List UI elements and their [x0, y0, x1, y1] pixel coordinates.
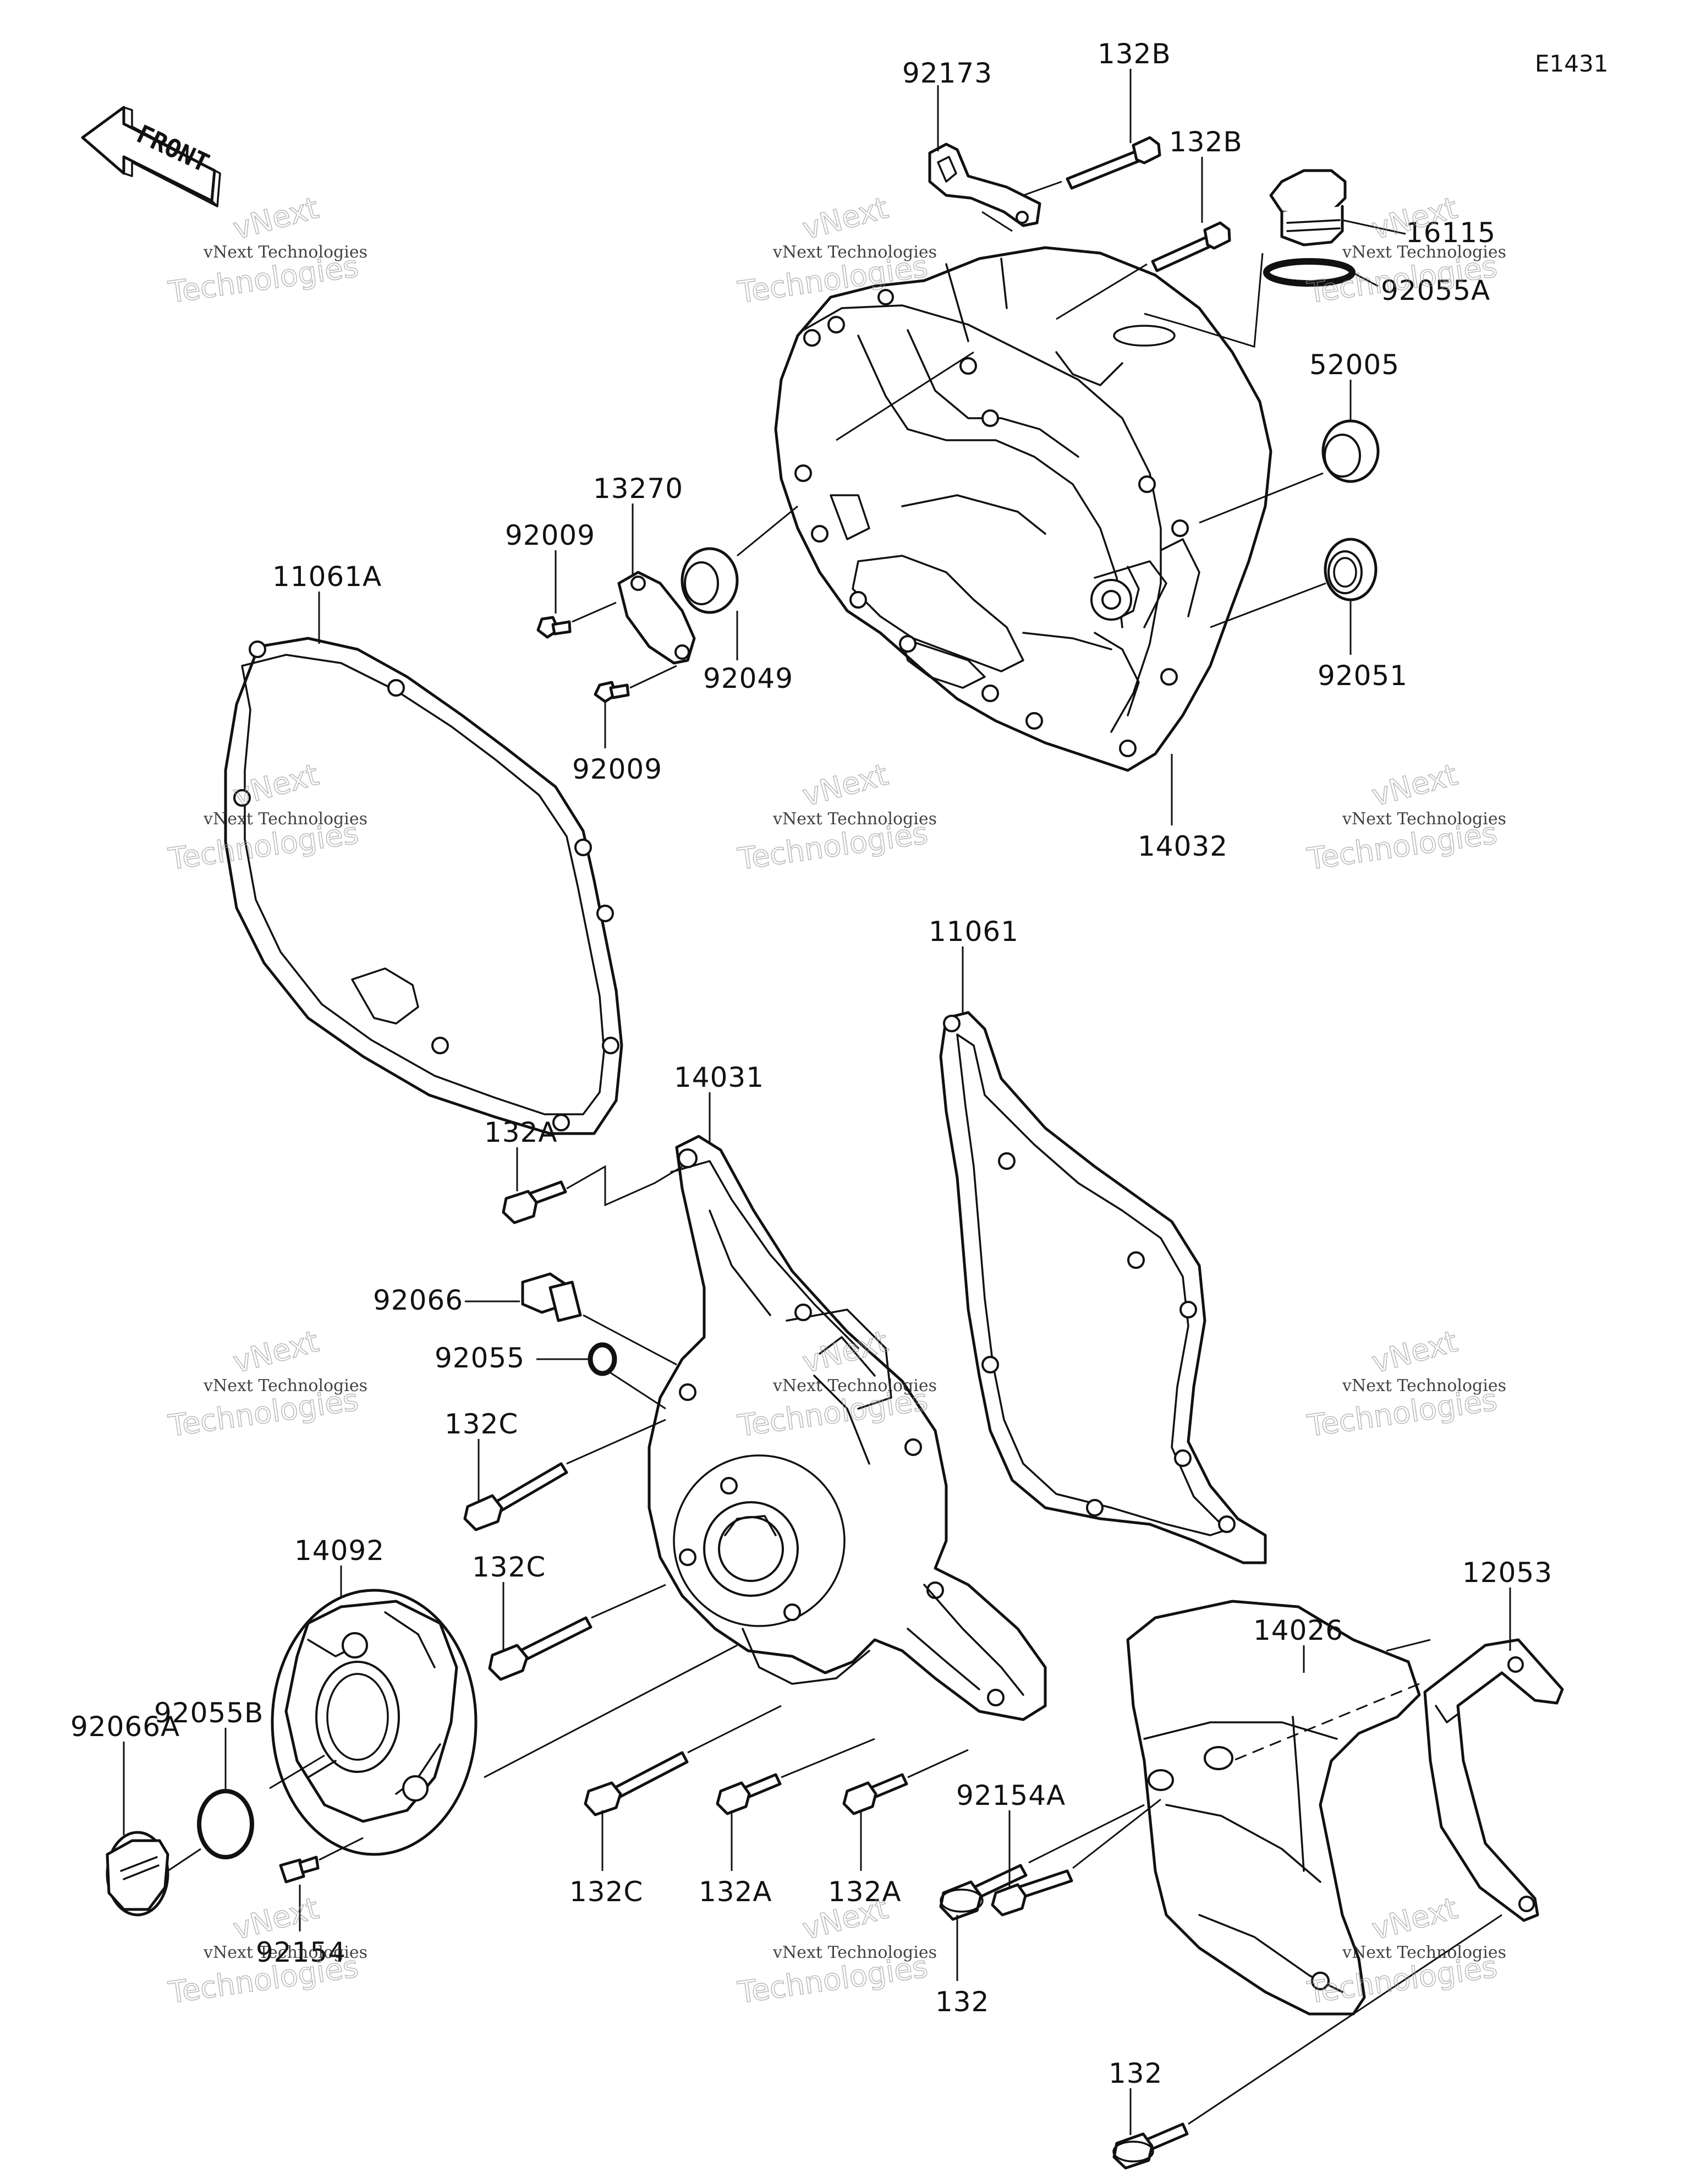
bolt-132B-upper [1066, 136, 1161, 190]
clip-92173 [928, 143, 1041, 227]
svg-text:vNext Technologies: vNext Technologies [203, 243, 367, 262]
label-92051: 92051 [1318, 660, 1408, 692]
svg-text:vNext: vNext [229, 190, 322, 247]
svg-text:vNext Technologies: vNext Technologies [772, 1943, 937, 1962]
label-16115: 16115 [1406, 217, 1496, 249]
label-92055B: 92055B [154, 1697, 264, 1729]
oil-seal-92049 [681, 547, 739, 614]
svg-text:vNext: vNext [1368, 757, 1461, 813]
bolt-132C-2 [488, 1616, 592, 1681]
front-arrow-icon: FRONT [81, 106, 221, 207]
gasket-11061 [939, 1011, 1267, 1564]
svg-text:vNext Technologies: vNext Technologies [772, 1376, 937, 1395]
bolt-132B-lower [1151, 221, 1231, 272]
label-92173: 92173 [902, 57, 992, 89]
generator-cover-14031 [648, 1135, 1047, 1721]
svg-text:vNext Technologies: vNext Technologies [203, 1376, 367, 1395]
label-52005: 52005 [1309, 349, 1400, 381]
svg-text:vNext Technologies: vNext Technologies [1342, 809, 1506, 829]
svg-text:vNext Technologies: vNext Technologies [772, 809, 937, 829]
plate-13270 [617, 571, 696, 665]
label-92066A: 92066A [70, 1711, 180, 1743]
plug-92066A [106, 1831, 169, 1917]
svg-text:vNext: vNext [229, 1324, 322, 1380]
screw-92009-upper [536, 616, 572, 639]
clutch-cover-14032 [774, 246, 1272, 772]
bolt-92154 [279, 1855, 320, 1884]
bolt-132A-lower-2 [842, 1773, 908, 1815]
label-14031: 14031 [674, 1061, 764, 1093]
label-132B-1: 132B [1098, 38, 1171, 70]
label-12053: 12053 [1462, 1557, 1552, 1589]
bolt-132A-lower-1 [716, 1773, 782, 1815]
oil-filler-cap-16115 [1269, 169, 1347, 247]
o-ring-92055B [197, 1789, 254, 1859]
label-132A-2: 132A [699, 1876, 772, 1908]
label-92049: 92049 [703, 663, 793, 694]
label-14026: 14026 [1253, 1614, 1343, 1646]
label-92154: 92154 [256, 1936, 346, 1968]
label-92055: 92055 [435, 1342, 525, 1374]
screw-92009-lower [594, 681, 630, 703]
label-92154A: 92154A [956, 1780, 1066, 1811]
svg-text:vNext: vNext [1368, 1324, 1461, 1380]
cover-14092 [271, 1589, 478, 1856]
label-11061A: 11061A [272, 561, 382, 593]
o-ring-92055 [588, 1342, 617, 1376]
plug-92066 [521, 1272, 582, 1322]
label-132C-3: 132C [569, 1876, 643, 1908]
bolt-132C-3 [584, 1751, 689, 1816]
sprocket-cover-14026 [1126, 1600, 1421, 2016]
oil-seal-92051 [1324, 538, 1378, 601]
svg-text:vNext Technologies: vNext Technologies [1342, 243, 1506, 262]
diagram-code: E1431 [1535, 50, 1608, 77]
svg-text:vNext: vNext [1368, 1891, 1461, 1947]
label-132C-1: 132C [445, 1408, 518, 1440]
label-14092: 14092 [294, 1535, 385, 1567]
label-11061: 11061 [929, 916, 1019, 948]
label-132A-3: 132A [828, 1876, 902, 1908]
label-132B-2: 132B [1169, 126, 1243, 158]
svg-text:vNext Technologies: vNext Technologies [203, 1943, 367, 1962]
label-92066: 92066 [373, 1284, 463, 1316]
label-92009-2: 92009 [572, 753, 662, 785]
label-92009-1: 92009 [505, 519, 595, 551]
bolt-132-2 [1112, 2122, 1189, 2170]
assembly-lines [167, 180, 1502, 2125]
label-132-2: 132 [1109, 2057, 1162, 2089]
bolt-92154A [991, 1869, 1073, 1917]
svg-text:vNext Technologies: vNext Technologies [203, 809, 367, 829]
svg-text:vNext: vNext [799, 190, 892, 247]
label-132-1: 132 [935, 1986, 989, 2018]
svg-text:vNext: vNext [799, 757, 892, 813]
oil-seal-52005 [1321, 419, 1380, 483]
label-92055A: 92055A [1381, 275, 1490, 306]
part-labels: 92173 132B 132B 16115 92055A 52005 92051… [70, 38, 1552, 2089]
svg-text:vNext Technologies: vNext Technologies [1342, 1943, 1506, 1962]
label-132A-1: 132A [484, 1116, 558, 1148]
bolt-132-1 [939, 1864, 1028, 1921]
label-132C-2: 132C [472, 1551, 546, 1583]
gasket-11061A [224, 637, 623, 1135]
bolt-132A-top [502, 1180, 567, 1224]
bracket-12053 [1423, 1638, 1564, 1922]
label-13270: 13270 [593, 473, 683, 505]
leader-lines [123, 69, 1511, 2135]
bolt-132C-1 [463, 1462, 568, 1531]
svg-text:vNext Technologies: vNext Technologies [1342, 1376, 1506, 1395]
svg-text:vNext Technologies: vNext Technologies [772, 243, 937, 262]
label-14032: 14032 [1138, 830, 1228, 862]
